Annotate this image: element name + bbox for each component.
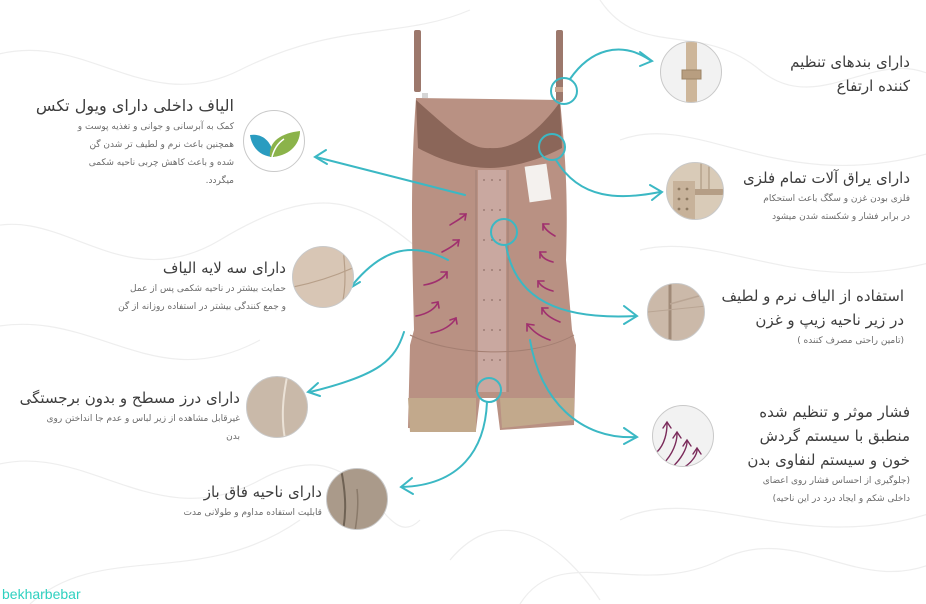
feature-pressure-title-3: خون و سیستم لنفاوی بدن bbox=[747, 451, 910, 469]
pressure-arrows-icon bbox=[652, 405, 714, 467]
left-strap bbox=[414, 30, 421, 92]
feature-fibers: الیاف داخلی دارای ویول تکس کمک به آبرسان… bbox=[36, 94, 234, 190]
feature-layers-title: دارای سه لایه الیاف bbox=[162, 259, 286, 277]
feature-pressure-desc-2: داخلی شکم و ایجاد درد در این ناحیه) bbox=[772, 494, 910, 504]
adjustable-strap-icon bbox=[660, 41, 722, 103]
fabric-layers-icon bbox=[292, 246, 354, 308]
watermark-text: bekharbebar bbox=[2, 586, 81, 602]
feature-crotch-desc-1: قابلیت استفاده مداوم و طولانی مدت bbox=[183, 508, 322, 518]
feature-pressure-title-2: منطبق با سیستم گردش bbox=[759, 427, 910, 445]
feature-straps-title: دارای بندهای تنظیم bbox=[790, 53, 910, 71]
feature-metal-desc-1: فلزی بودن غزن و سگگ باعث استحکام bbox=[763, 194, 910, 204]
feature-seam-desc-1: غیرقابل مشاهده از زیر لباس و عدم جا اندا… bbox=[46, 414, 240, 424]
feature-soft-fiber-title-2: در زیر ناحیه زیپ و غزن bbox=[755, 311, 904, 329]
feature-fibers-desc-2: همچنین باعث نرم و لطیف تر شدن گن bbox=[89, 140, 234, 150]
feature-metal-title: دارای یراق آلات تمام فلزی bbox=[742, 169, 910, 187]
feature-fibers-desc-3: شده و باعث کاهش چربی ناحیه شکمی bbox=[88, 158, 234, 168]
feature-soft-fiber-title: استفاده از الیاف نرم و لطیف bbox=[721, 287, 904, 305]
feature-straps-title-2: کننده ارتفاع bbox=[836, 77, 910, 95]
feature-layers-desc-2: و جمع کنندگی بیشتر در استفاده روزانه از … bbox=[118, 302, 286, 312]
feature-metal: دارای یراق آلات تمام فلزی فلزی بودن غزن … bbox=[732, 166, 910, 226]
soft-fiber-icon bbox=[647, 283, 705, 341]
feature-metal-desc-2: در برابر فشار و شکسته شدن میشود bbox=[772, 212, 910, 222]
open-crotch-icon bbox=[326, 468, 388, 530]
feature-soft-fiber-note: (تامین راحتی مصرف کننده ) bbox=[797, 336, 904, 346]
feature-pressure-desc-1: (جلوگیری از احساس فشار روی اعضای bbox=[762, 476, 910, 486]
feature-layers-desc-1: حمایت بیشتر در ناحیه شکمی پس از عمل bbox=[130, 284, 286, 294]
feature-layers: دارای سه لایه الیاف حمایت بیشتر در ناحیه… bbox=[118, 256, 286, 316]
feature-seam-desc-2: بدن bbox=[226, 432, 240, 442]
feature-pressure: فشار موثر و تنظیم شده منطبق با سیستم گرد… bbox=[720, 400, 910, 508]
feature-fibers-desc-1: کمک به آبرسانی و جوانی و تغذیه پوست و bbox=[77, 122, 234, 132]
feature-soft-fiber: استفاده از الیاف نرم و لطیف در زیر ناحیه… bbox=[712, 284, 904, 350]
feature-fibers-title: الیاف داخلی دارای ویول تکس bbox=[35, 96, 234, 115]
feature-crotch-title: دارای ناحیه فاق باز bbox=[203, 483, 322, 501]
feature-straps: دارای بندهای تنظیم کننده ارتفاع bbox=[730, 50, 910, 98]
feature-fibers-desc-4: میگردد. bbox=[205, 176, 234, 186]
feature-seam: دارای درز مسطح و بدون برجستگی غیرقابل مش… bbox=[20, 386, 240, 446]
metal-hooks-icon bbox=[666, 162, 724, 220]
leaf-icon bbox=[243, 110, 305, 172]
flat-seam-icon bbox=[246, 376, 308, 438]
feature-crotch: دارای ناحیه فاق باز قابلیت استفاده مداوم… bbox=[184, 480, 322, 522]
feature-seam-title: دارای درز مسطح و بدون برجستگی bbox=[19, 389, 240, 407]
feature-pressure-title: فشار موثر و تنظیم شده bbox=[759, 403, 910, 421]
